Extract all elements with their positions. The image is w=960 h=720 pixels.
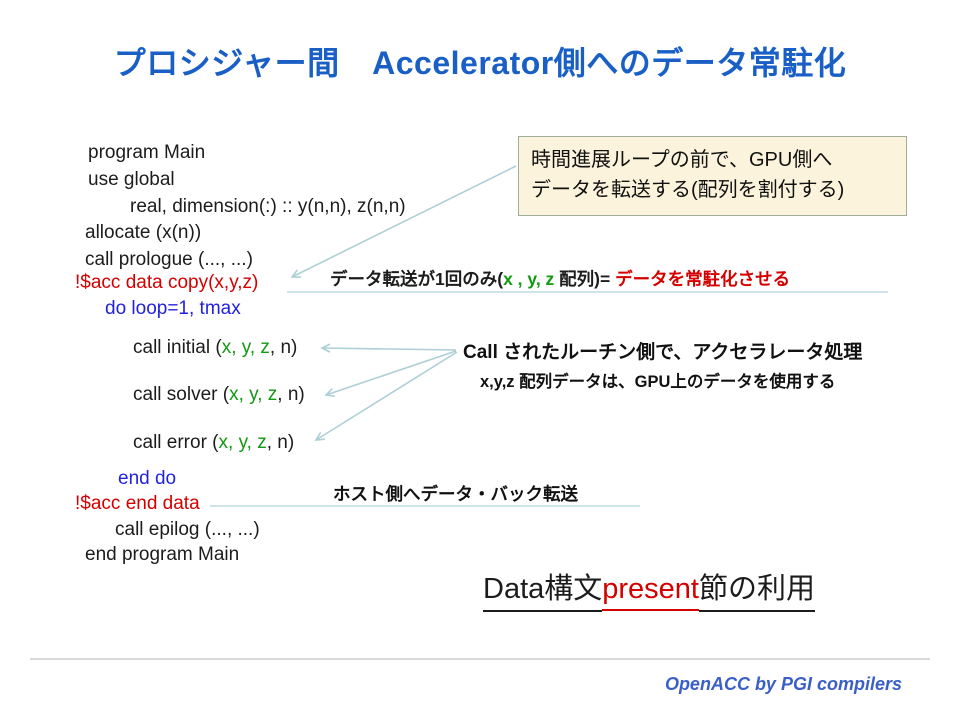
callout-box: 時間進展ループの前で、GPU側へ データを転送する(配列を割付する): [518, 136, 907, 216]
code-line-end-program: end program Main: [85, 544, 240, 565]
code-line-call-initial: call initial (x, y, z, n): [133, 337, 298, 358]
code-line-do-loop: do loop=1, tmax: [105, 298, 241, 319]
arrow-to-call-solver: [324, 350, 457, 398]
code-line-allocate: allocate (x(n)): [85, 222, 202, 243]
slide-title: プロシジャー間 Accelerator側へのデータ常駐化: [113, 45, 847, 81]
call-routine-note: Call されたルーチン側で、アクセラレータ処理: [463, 342, 863, 363]
data-present-heading: Data構文 present 節の利用: [483, 565, 816, 612]
arrow-box-to-data-copy: [290, 165, 517, 278]
code-line-use-global: use global: [88, 169, 175, 190]
code-line-end-do: end do: [118, 468, 177, 489]
code-line-call-prologue: call prologue (..., ...): [85, 249, 253, 270]
code-line-real-dimension: real, dimension(:) :: y(n,n), z(n,n): [130, 196, 406, 217]
code-line-call-error: call error (x, y, z, n): [133, 432, 295, 453]
code-line-call-solver: call solver (x, y, z, n): [133, 384, 305, 405]
arrow-to-call-initial: [320, 343, 457, 353]
callout-line-2: データを転送する(配列を割付する): [531, 179, 845, 201]
code-line-acc-end-data: !$acc end data: [75, 493, 200, 514]
gpu-data-note: x,y,z 配列データは、GPU上のデータを使用する: [480, 373, 836, 391]
callout-line-1: 時間進展ループの前で、GPU側へ: [531, 149, 833, 171]
arrow-to-call-error: [314, 351, 458, 441]
code-line-call-epilog: call epilog (..., ...): [115, 519, 260, 540]
footer-credit: OpenACC by PGI compilers: [664, 674, 902, 694]
host-transfer-note: ホスト側へデータ・バック転送: [333, 484, 578, 504]
code-line-acc-data-copy: !$acc data copy(x,y,z): [75, 272, 259, 293]
transfer-note: データ転送が1回のみ(x , y, z 配列)= データを常駐化させる: [330, 269, 791, 289]
code-line-program-main: program Main: [88, 142, 206, 163]
